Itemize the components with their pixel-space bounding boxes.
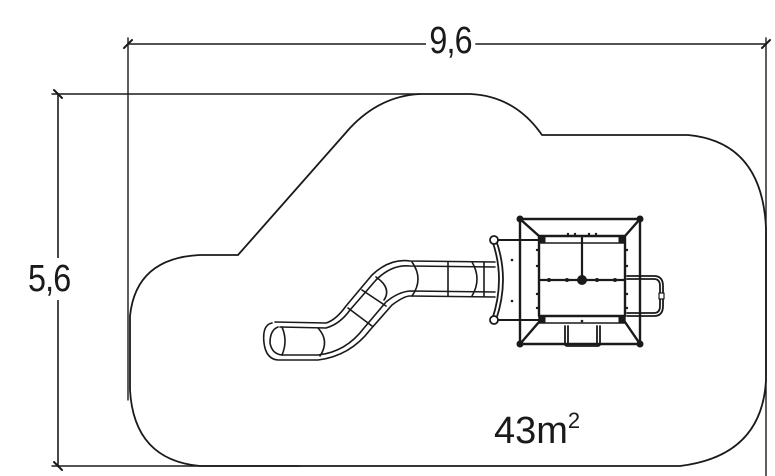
platform-tower bbox=[510, 215, 644, 348]
slide-start-section bbox=[489, 235, 541, 325]
area-value: 43m bbox=[494, 410, 568, 452]
tube-slide bbox=[262, 259, 496, 361]
ladder bbox=[564, 325, 601, 347]
height-dimension-label: 5,6 bbox=[28, 258, 71, 300]
width-dimension-line bbox=[123, 37, 771, 476]
area-superscript: 2 bbox=[567, 408, 581, 433]
area-label: 43m2 bbox=[494, 410, 580, 452]
safety-zone-outline bbox=[129, 93, 767, 467]
height-dimension-line bbox=[51, 89, 421, 471]
handrail bbox=[626, 275, 665, 317]
width-dimension-label: 9,6 bbox=[426, 22, 476, 60]
